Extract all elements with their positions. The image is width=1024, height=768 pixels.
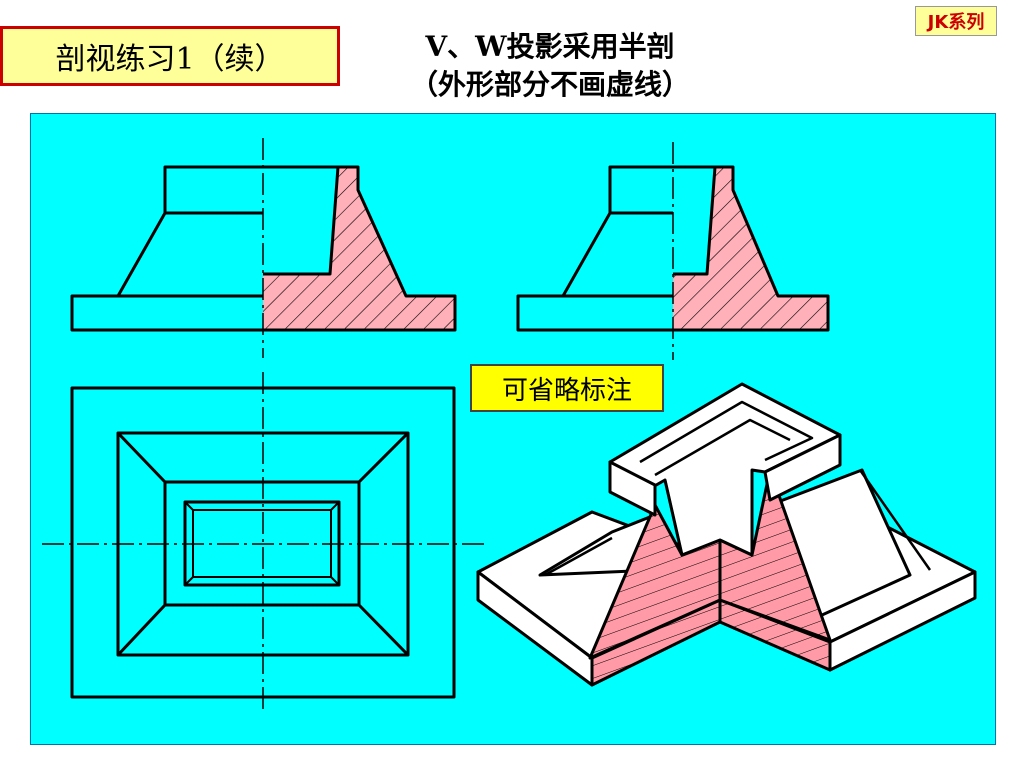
center-lines bbox=[42, 138, 674, 712]
isometric-view-quarter-cut bbox=[476, 382, 977, 687]
title-line-2: （外形部分不画虚线） bbox=[409, 68, 690, 101]
drawing-panel bbox=[30, 113, 996, 745]
front-outline-left bbox=[70, 165, 263, 332]
side-outline-left bbox=[516, 165, 673, 332]
front-inner-cavity bbox=[263, 166, 340, 276]
brand-text: JK系列 bbox=[927, 12, 985, 33]
annotation-note-text: 可省略标注 bbox=[501, 375, 632, 406]
title-line-1: V、W投影采用半剖 bbox=[425, 30, 675, 63]
iso-top-front-left bbox=[608, 460, 657, 517]
iso-bore-floor-right bbox=[719, 538, 753, 557]
iso-bore-left-wall bbox=[663, 479, 684, 556]
iso-hole-rim bbox=[639, 400, 814, 464]
side-view-half-section bbox=[516, 165, 830, 332]
side-section-area bbox=[673, 167, 828, 330]
front-view-half-section bbox=[70, 165, 457, 332]
side-outline-right bbox=[673, 165, 830, 332]
front-section-area bbox=[263, 167, 455, 330]
annotation-note: 可省略标注 bbox=[470, 364, 664, 412]
iso-base-inner-line bbox=[544, 536, 613, 577]
iso-hole-inner-edge bbox=[654, 418, 791, 477]
slide-label-badge: 剖视练习1（续） bbox=[0, 26, 340, 86]
slide-label-text: 剖视练习1（续） bbox=[55, 42, 285, 77]
series-brand: JK系列 bbox=[915, 6, 997, 36]
iso-base-inner-line-right bbox=[858, 469, 932, 571]
slide-title: V、W投影采用半剖 （外形部分不画虚线） bbox=[380, 28, 720, 104]
front-outline-right bbox=[263, 165, 457, 332]
side-inner-cavity bbox=[673, 166, 717, 276]
iso-bore-floor bbox=[681, 538, 721, 557]
iso-top-front-right bbox=[763, 433, 842, 502]
